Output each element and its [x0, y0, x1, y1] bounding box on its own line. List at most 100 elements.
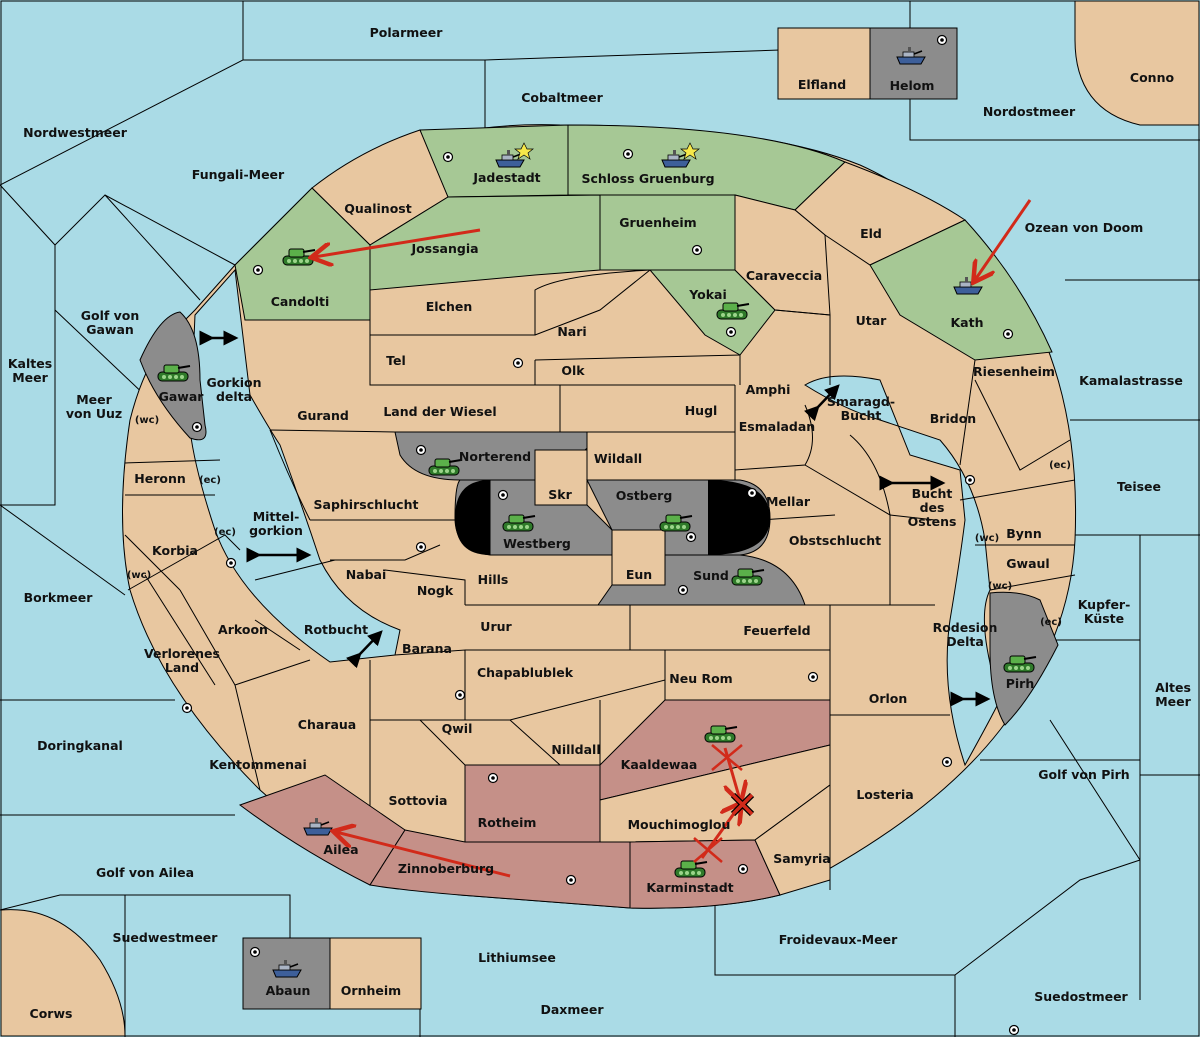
supply-center-icon [225, 557, 237, 569]
land-label: Gwaul [1006, 556, 1049, 571]
land-label: Mellar [766, 494, 811, 509]
supply-center-icon [737, 863, 749, 875]
land-label: Yokai [688, 287, 727, 302]
star-icon [680, 142, 700, 160]
land-label: Nari [557, 324, 586, 339]
coast-label: (ec) [199, 475, 221, 486]
coast-label: (ec) [1040, 617, 1062, 628]
land-label: Corws [30, 1006, 73, 1021]
land-label: Chapablublek [477, 665, 574, 680]
supply-center-icon [685, 531, 697, 543]
supply-center-icon [415, 541, 427, 553]
land-label: Nogk [417, 583, 454, 598]
land-label: Barana [402, 641, 452, 656]
territory-skr[interactable] [534, 449, 588, 506]
land-label: Pirh [1006, 676, 1035, 691]
order-arrow-icon [336, 832, 511, 878]
supply-center-icon [746, 487, 758, 499]
territory-gruenheim[interactable] [599, 194, 736, 271]
coast-label: (ec) [214, 527, 236, 538]
land-label: Skr [548, 487, 572, 502]
land-label: Sottovia [389, 793, 448, 808]
land-label: Saphirschlucht [314, 497, 419, 512]
land-label: Bynn [1006, 526, 1041, 541]
supply-center-icon [512, 357, 524, 369]
supply-center-icon [1002, 328, 1014, 340]
land-label: Qwil [442, 721, 473, 736]
sea-label: Rotbucht [304, 622, 368, 637]
land-label: Land der Wiesel [383, 404, 496, 419]
land-label: Schloss Gruenburg [581, 171, 714, 186]
land-label: Utar [856, 313, 888, 328]
land-label: Obstschlucht [789, 533, 881, 548]
territory-elfland[interactable] [777, 27, 871, 100]
land-label: Westberg [503, 536, 571, 551]
coast-label: (wc) [127, 570, 151, 581]
land-label: Norterend [459, 449, 531, 464]
land-label: Olk [561, 363, 585, 378]
land-label: Mouchimoglou [628, 817, 731, 832]
land-label: Korbia [152, 543, 198, 558]
orders [314, 199, 1032, 878]
sea-label: Cobaltmeer [521, 90, 603, 105]
sea-label: Doringkanal [37, 738, 123, 753]
star-icon [514, 142, 534, 160]
sea-label: Smaragd-Bucht [827, 394, 895, 423]
land-label: Abaun [266, 983, 311, 998]
sea-label: Borkmeer [24, 590, 94, 605]
land-label: Charaua [298, 717, 356, 732]
land-label: Feuerfeld [743, 623, 810, 638]
supply-center-icon [252, 264, 264, 276]
land-labels: Conno Corws Elfland Helom Abaun Ornheim … [30, 70, 1175, 1021]
land-label: Gawar [159, 389, 205, 404]
sea-labels: Polarmeer Cobaltmeer Nordwestmeer Fungal… [8, 25, 1192, 1017]
territory-samyria[interactable] [754, 784, 831, 896]
sea-label: Ozean von Doom [1025, 220, 1144, 235]
land-label: Rotheim [478, 815, 537, 830]
land-label: Urur [480, 619, 512, 634]
land-label: Zinnoberburg [398, 861, 494, 876]
sea-label: Mittel-gorkion [249, 509, 303, 538]
land-label: Arkoon [218, 622, 268, 637]
sea-label: Suedostmeer [1034, 989, 1128, 1004]
territory-rotheim[interactable] [464, 764, 601, 843]
canal-arrow-icon [803, 384, 840, 422]
coast-labels: (wc) (ec) (ec) (wc) (ec) (wc) (wc) (ec) [127, 415, 1071, 628]
supply-center-icon [454, 689, 466, 701]
land-label: Kath [951, 315, 984, 330]
canal-arrow-icon [345, 630, 383, 669]
supply-center-icon [1008, 1024, 1020, 1036]
land-label: Kaaldewaa [621, 757, 698, 772]
territory-corws[interactable] [0, 909, 126, 1037]
sea-label: Froidevaux-Meer [779, 932, 898, 947]
supply-center-icon [191, 421, 203, 433]
supply-center-icon [622, 148, 634, 160]
territory-qualinost[interactable] [311, 129, 449, 246]
coast-label: (wc) [975, 533, 999, 544]
land-label: Kentommenai [209, 757, 307, 772]
sea-label: Fungali-Meer [192, 167, 285, 182]
land-label: Elfland [798, 77, 846, 92]
territory-eun[interactable] [611, 529, 666, 586]
bounce-x-icon [730, 792, 755, 817]
supply-center-icon [691, 244, 703, 256]
territory-sund[interactable] [597, 554, 806, 606]
land-label: Esmaladan [739, 419, 815, 434]
land-label: Elchen [426, 299, 473, 314]
supply-center-icon [487, 772, 499, 784]
territory-conno[interactable] [1074, 0, 1200, 126]
land-label: Eld [860, 226, 882, 241]
sea-label: Golf von Pirh [1038, 767, 1129, 782]
land-label: Ornheim [341, 983, 401, 998]
capsule-right-cap [708, 480, 770, 555]
territory-yokai[interactable] [648, 269, 776, 356]
canal-arrows [199, 330, 991, 707]
land-label: Amphi [746, 382, 791, 397]
land-label: Ostberg [616, 488, 673, 503]
territory-ornheim[interactable] [329, 937, 422, 1010]
